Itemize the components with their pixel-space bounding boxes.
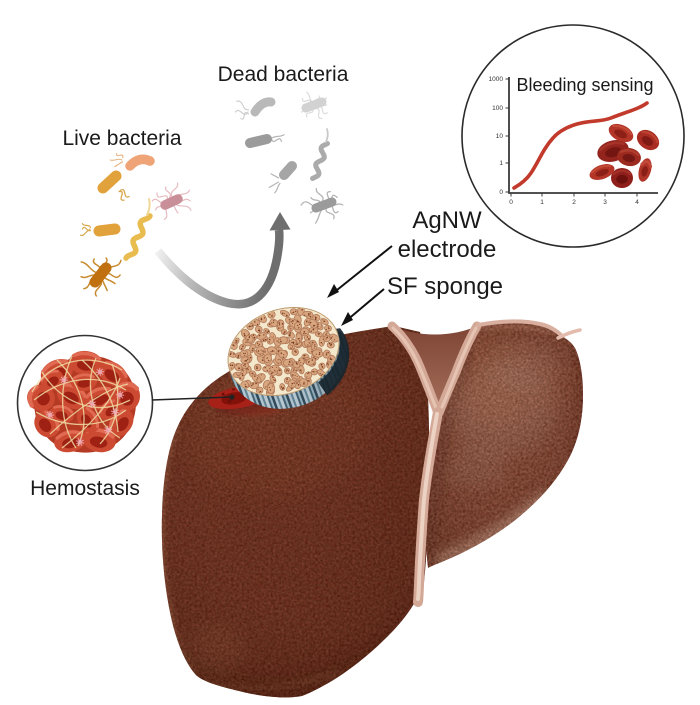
svg-text:100: 100 bbox=[492, 105, 503, 112]
svg-text:AgNW: AgNW bbox=[412, 207, 482, 234]
svg-text:2: 2 bbox=[572, 199, 576, 206]
svg-text:Live bacteria: Live bacteria bbox=[62, 127, 181, 150]
svg-text:10: 10 bbox=[496, 133, 504, 140]
svg-text:4: 4 bbox=[635, 199, 639, 206]
svg-text:3: 3 bbox=[603, 199, 607, 206]
svg-text:1: 1 bbox=[499, 160, 503, 167]
svg-text:electrode: electrode bbox=[398, 236, 497, 263]
svg-text:Hemostasis: Hemostasis bbox=[30, 477, 140, 500]
svg-text:0: 0 bbox=[509, 199, 513, 206]
svg-text:SF sponge: SF sponge bbox=[387, 273, 503, 300]
svg-text:Dead bacteria: Dead bacteria bbox=[218, 63, 349, 86]
svg-text:1: 1 bbox=[540, 199, 544, 206]
svg-text:Bleeding sensing: Bleeding sensing bbox=[516, 75, 653, 95]
svg-text:1000: 1000 bbox=[489, 76, 504, 83]
svg-text:0: 0 bbox=[499, 189, 503, 196]
